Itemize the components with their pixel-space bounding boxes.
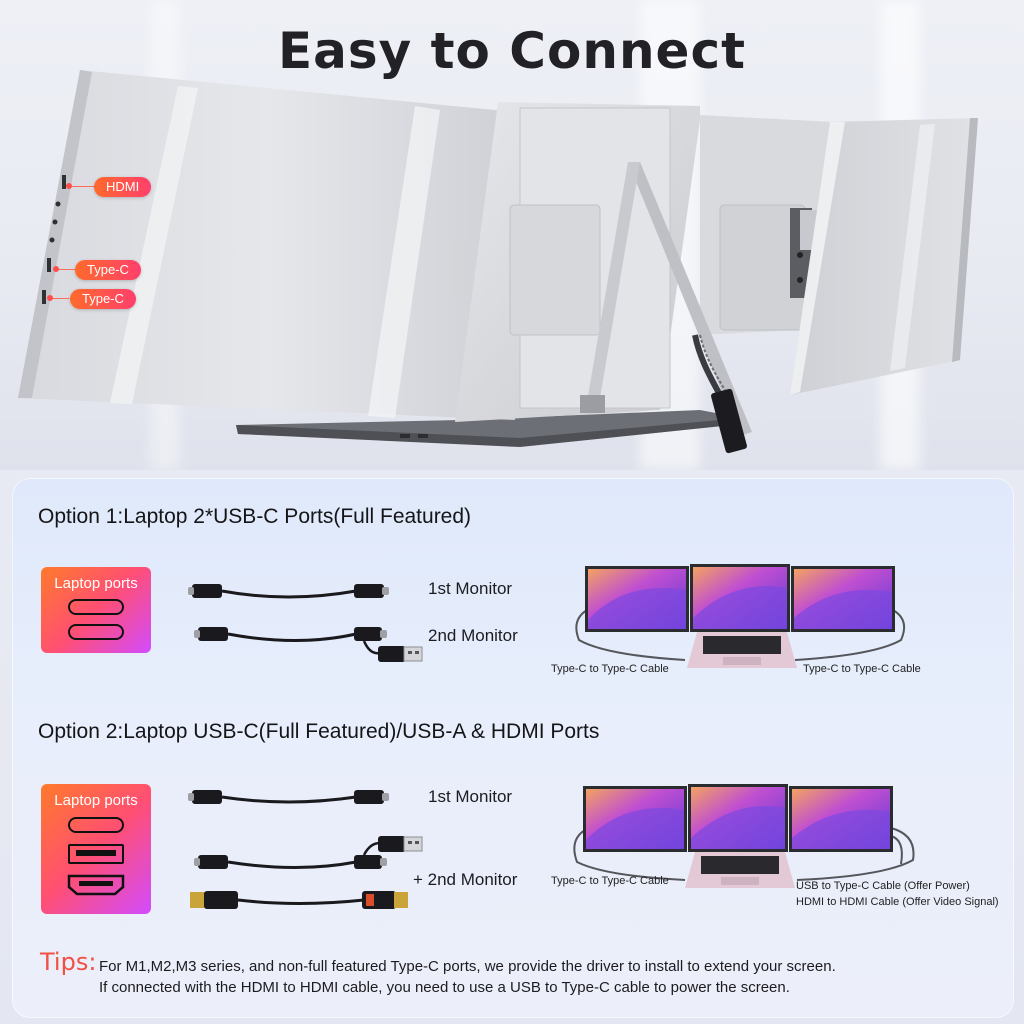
triple-monitor-illustration [18,70,978,454]
option2-heading: Option 2:Laptop USB-C(Full Featured)/USB… [38,720,600,743]
hdmi-leader-line [72,186,94,187]
usbc-port-icon [68,624,124,640]
hdmi-port-icon [67,874,125,896]
option1-setup-illustration [575,564,906,668]
option2-first-monitor-label: 1st Monitor [428,787,513,806]
option2-setup-illustration [573,784,915,888]
option2-laptop-ports-box: Laptop ports [41,784,151,914]
laptop-ports-label: Laptop ports [54,792,138,809]
option1-right-cable-label: Type-C to Type-C Cable [803,663,921,675]
usba-port-icon [68,844,124,864]
typec-leader-line [53,298,69,299]
hdmi-connector-icon [190,892,206,908]
typec-port-tag-1: Type-C [75,260,141,280]
option1-second-monitor-label: 2nd Monitor [428,626,518,645]
usbc-connector-icon [198,627,228,641]
option1-laptop-ports-box: Laptop ports [41,567,151,653]
usbc-connector-icon [354,855,382,869]
hdmi-port-tag: HDMI [94,177,152,197]
usba-connector-icon [378,836,406,852]
option1-left-cable-label: Type-C to Type-C Cable [551,663,669,675]
hdmi-port-dot [66,183,72,189]
usbc-connector-icon [354,790,384,804]
laptop-ports-label: Laptop ports [54,575,138,592]
usbc-connector-icon [192,584,222,598]
usbc-connector-icon [192,790,222,804]
usbc-port-icon [68,817,124,833]
usbc-connector-icon [354,584,384,598]
typec-leader-line [59,269,75,270]
tips-label: Tips: [40,948,97,976]
option1-first-monitor-label: 1st Monitor [428,579,513,598]
tips-line-1: For M1,M2,M3 series, and non-full featur… [99,958,836,975]
usbc-port-icon [68,599,124,615]
typec-port-dot [53,266,59,272]
connection-options-card [12,478,1014,1018]
option2-cables [188,790,423,909]
option2-left-cable-label: Type-C to Type-C Cable [551,875,669,887]
usba-connector-icon [378,646,406,662]
option2-second-monitor-label: + 2nd Monitor [413,870,518,889]
typec-port-tag-2: Type-C [70,289,136,309]
usbc-connector-icon [354,627,382,641]
hero-section: HDMI Type-C Type-C Easy to Connect [0,0,1024,470]
usbc-connector-icon [198,855,228,869]
option2-right-cable-label-power: USB to Type-C Cable (Offer Power) [796,880,970,892]
tips-line-2: If connected with the HDMI to HDMI cable… [99,979,790,996]
option1-cables [188,584,423,662]
page-title: Easy to Connect [277,22,746,80]
typec-port-dot [47,295,53,301]
option2-right-cable-label-video: HDMI to HDMI Cable (Offer Video Signal) [796,896,999,908]
option1-heading: Option 1:Laptop 2*USB-C Ports(Full Featu… [38,505,472,528]
